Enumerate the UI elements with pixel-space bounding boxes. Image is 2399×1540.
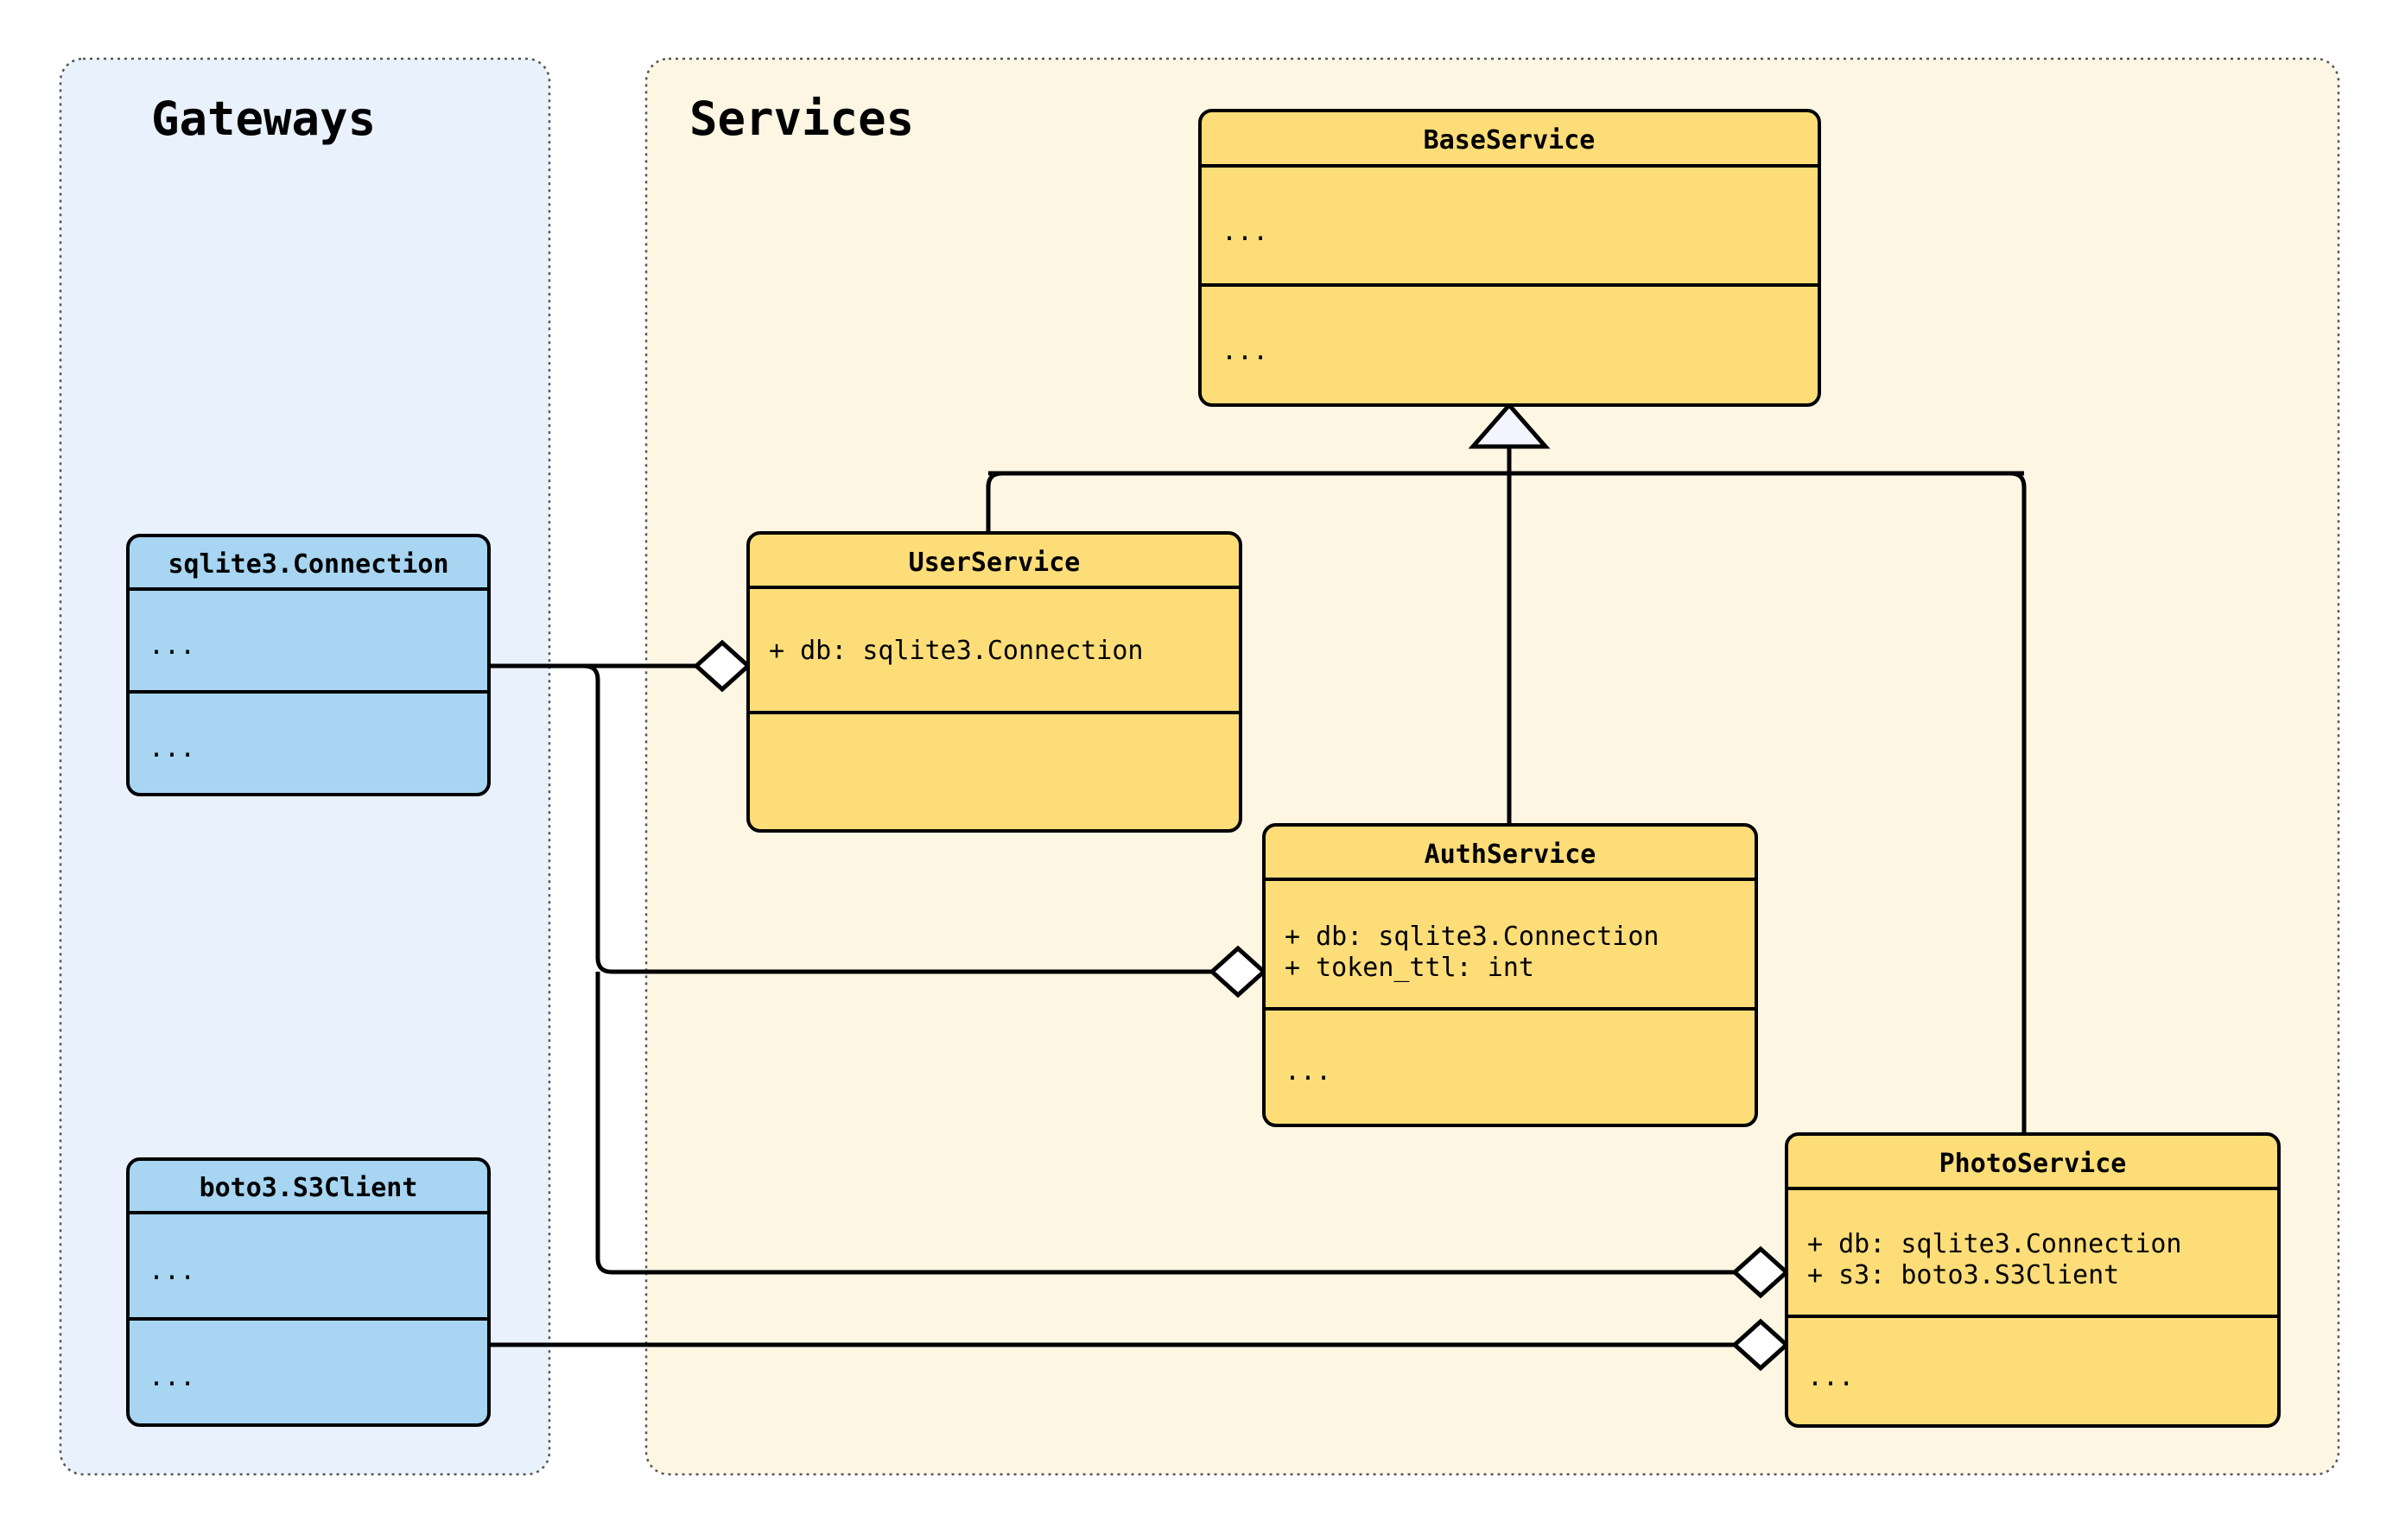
class-authservice-title: AuthService xyxy=(1425,840,1596,870)
class-baseservice-attribute: ... xyxy=(1222,217,1268,247)
edge-photoservice-extends-baseservice[interactable] xyxy=(2009,471,2027,1134)
class-authservice[interactable]: AuthService + db: sqlite3.Connection + t… xyxy=(1262,823,1758,1127)
class-userservice-frame xyxy=(746,531,1242,833)
class-boto3-s3client-frame xyxy=(126,1157,491,1427)
edge-authservice-aggregates-sqlite3[interactable] xyxy=(489,663,1224,974)
class-photoservice-method: ... xyxy=(1807,1362,1854,1392)
class-baseservice-title: BaseService xyxy=(1424,125,1596,155)
class-sqlite3-connection[interactable]: sqlite3.Connection ... ... xyxy=(126,534,491,796)
class-sqlite3-connection-method: ... xyxy=(149,733,195,764)
class-boto3-s3client[interactable]: boto3.S3Client ... ... xyxy=(126,1157,491,1427)
class-sqlite3-connection-frame xyxy=(126,534,491,796)
class-userservice[interactable]: UserService + db: sqlite3.Connection xyxy=(746,531,1242,833)
class-sqlite3-connection-attribute: ... xyxy=(149,631,195,661)
aggregation-edges xyxy=(489,639,1790,1372)
package-gateways-label: Gateways xyxy=(151,92,376,146)
aggregation-diamond-icon-photoservice-s3 xyxy=(1731,1318,1790,1372)
package-services[interactable]: Services xyxy=(644,57,2340,1476)
class-boto3-s3client-method: ... xyxy=(149,1362,195,1392)
edge-userservice-extends-baseservice[interactable] xyxy=(986,471,1003,533)
class-photoservice-attribute-db: + db: sqlite3.Connection xyxy=(1807,1229,2181,1259)
aggregation-diamond-icon-userservice xyxy=(693,639,752,693)
inheritance-triangle-icon xyxy=(1468,402,1551,449)
edge-photoservice-aggregates-sqlite3[interactable] xyxy=(595,972,1747,1275)
class-userservice-title: UserService xyxy=(909,548,1081,578)
class-baseservice-method: ... xyxy=(1222,336,1268,366)
inheritance-edges xyxy=(986,402,2027,1134)
class-baseservice[interactable]: BaseService ... ... xyxy=(1198,109,1821,407)
class-userservice-attribute: + db: sqlite3.Connection xyxy=(769,636,1143,666)
aggregation-diamond-icon-photoservice-db xyxy=(1731,1245,1790,1299)
class-authservice-frame xyxy=(1262,823,1758,1127)
class-photoservice-frame xyxy=(1785,1132,2281,1428)
class-boto3-s3client-title: boto3.S3Client xyxy=(200,1173,418,1203)
package-services-frame xyxy=(644,57,2340,1476)
class-photoservice[interactable]: PhotoService + db: sqlite3.Connection + … xyxy=(1785,1132,2281,1428)
class-baseservice-frame xyxy=(1198,109,1821,407)
class-boto3-s3client-attribute: ... xyxy=(149,1256,195,1286)
class-authservice-method: ... xyxy=(1285,1056,1331,1087)
class-sqlite3-connection-title: sqlite3.Connection xyxy=(168,549,448,580)
class-photoservice-title: PhotoService xyxy=(1939,1149,2127,1179)
class-authservice-attribute-db: + db: sqlite3.Connection xyxy=(1285,922,1659,952)
package-services-label: Services xyxy=(689,92,914,146)
class-photoservice-attribute-s3: + s3: boto3.S3Client xyxy=(1807,1260,2119,1290)
class-authservice-attribute-token-ttl: + token_ttl: int xyxy=(1285,953,1534,983)
aggregation-diamond-icon-authservice xyxy=(1209,945,1267,998)
